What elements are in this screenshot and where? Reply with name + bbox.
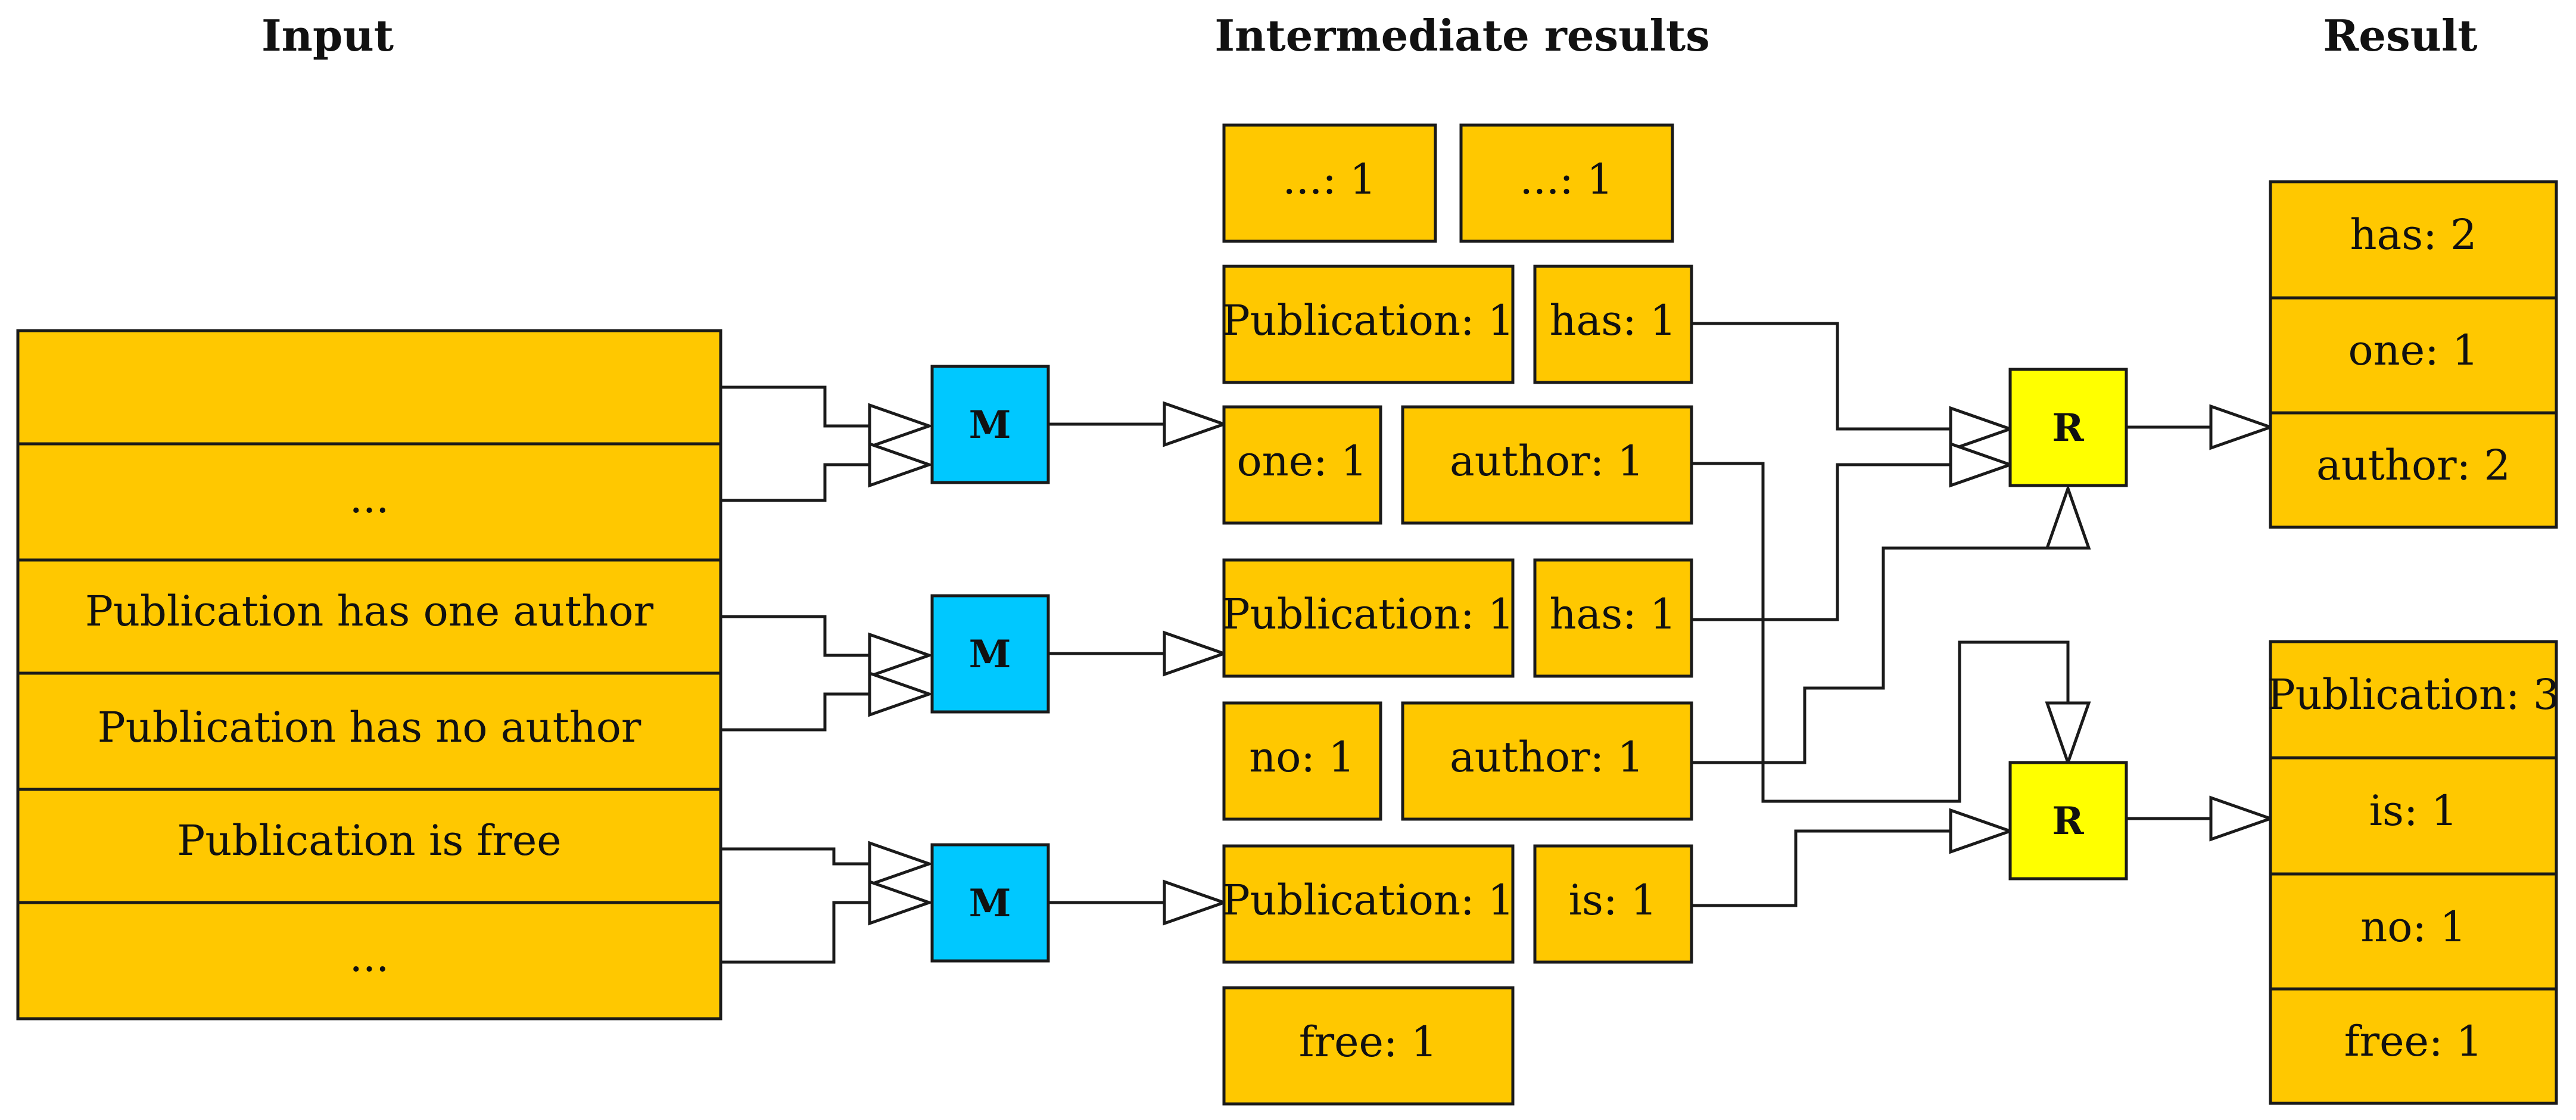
result-cell: no: 1 [2360,903,2466,951]
reduce-node-2 [2008,761,2128,881]
connector-lines [721,322,2211,964]
map-node-1 [930,365,1050,484]
reduce-node-label: R [2052,406,2084,450]
intermediate-cell [1222,844,1515,964]
arrow-m1-out [1163,401,1229,447]
arrow-m3-in-a [868,841,934,887]
heading-result: Result [2323,10,2477,61]
intermediate-cell-text: one: 1 [1236,437,1367,486]
intermediate-cell-text: author: 1 [1450,733,1644,782]
heading-intermediate: Intermediate results [1214,10,1709,61]
arrow-m1-in-a [868,403,934,449]
input-row: Publication is free [177,816,561,865]
result-cell: author: 2 [2316,441,2510,490]
intermediate-cell-text: ...: 1 [1519,155,1613,204]
reduce-node-1 [2008,368,2128,487]
result-cell: has: 2 [2350,210,2477,259]
input-row: Publication has no author [98,703,641,752]
result-cell: Publication: 3 [2267,670,2560,719]
intermediate-cell-text: has: 1 [1549,296,1676,345]
arrow-r1-in-b [1949,441,2015,488]
intermediate-cell-text: free: 1 [1299,1018,1438,1066]
heading-input: Input [261,10,394,61]
intermediate-cell [1222,701,1382,821]
arrow-r1-in-a [1949,406,2015,452]
map-node-label: M [969,403,1011,447]
input-row: ... [350,474,390,522]
arrowheads [868,401,2275,926]
reduce-node-label: R [2052,799,2084,844]
arrow-r2-out [2209,795,2275,842]
result-table-1: has: 2 one: 1 author: 2 [2269,180,2558,529]
input-row: ... [350,932,390,981]
map-node-label: M [969,881,1011,926]
arrow-m1-in-b [868,441,934,488]
intermediate-cell [1459,123,1674,243]
input-table: ... Publication has one author Publicati… [16,329,722,1021]
map-node-2 [930,594,1050,714]
intermediate-cell [1222,558,1515,678]
input-row: Publication has one author [85,587,654,636]
map-node-3 [930,843,1050,963]
reduce-nodes: R R [2008,368,2128,881]
intermediate-cell-text: author: 1 [1450,437,1644,486]
intermediate-cell-text: Publication: 1 [1222,296,1515,345]
intermediate-results: ...: 1 ...: 1 Publication: 1 has: 1 one:… [1222,123,1693,1106]
map-nodes: M M M [930,365,1050,963]
intermediate-cell [1401,405,1693,525]
intermediate-cell [1533,558,1693,678]
intermediate-cell-text: is: 1 [1569,876,1658,925]
intermediate-cell [1222,405,1382,525]
arrow-m2-in-b [868,671,934,717]
arrow-r1-out [2209,404,2275,450]
intermediate-cell-text: Publication: 1 [1222,590,1515,639]
arrow-r1-in-c [2045,484,2091,550]
result-cell: is: 1 [2369,786,2458,835]
intermediate-cell-text: ...: 1 [1282,155,1376,204]
intermediate-cell [1533,844,1693,964]
map-node-label: M [969,632,1011,677]
intermediate-cell-text: no: 1 [1249,733,1355,782]
intermediate-cell-text: has: 1 [1549,590,1676,639]
result-table-2: Publication: 3 is: 1 no: 1 free: 1 [2267,640,2560,1105]
intermediate-cell-text: Publication: 1 [1222,876,1515,925]
arrow-m2-out [1163,630,1229,677]
intermediate-cell [1222,123,1437,243]
result-cell: free: 1 [2344,1017,2483,1066]
intermediate-cell [1222,265,1515,384]
intermediate-cell [1533,265,1693,384]
intermediate-cell [1222,986,1515,1106]
intermediate-cell [1401,701,1693,821]
arrow-m2-in-a [868,632,934,679]
result-table-frame [2269,180,2558,529]
arrow-r2-in-a [2045,701,2091,767]
arrow-m3-out [1163,879,1229,926]
result-cell: one: 1 [2348,326,2478,375]
arrow-m3-in-b [868,879,934,926]
arrow-r2-in-b [1949,808,2015,854]
